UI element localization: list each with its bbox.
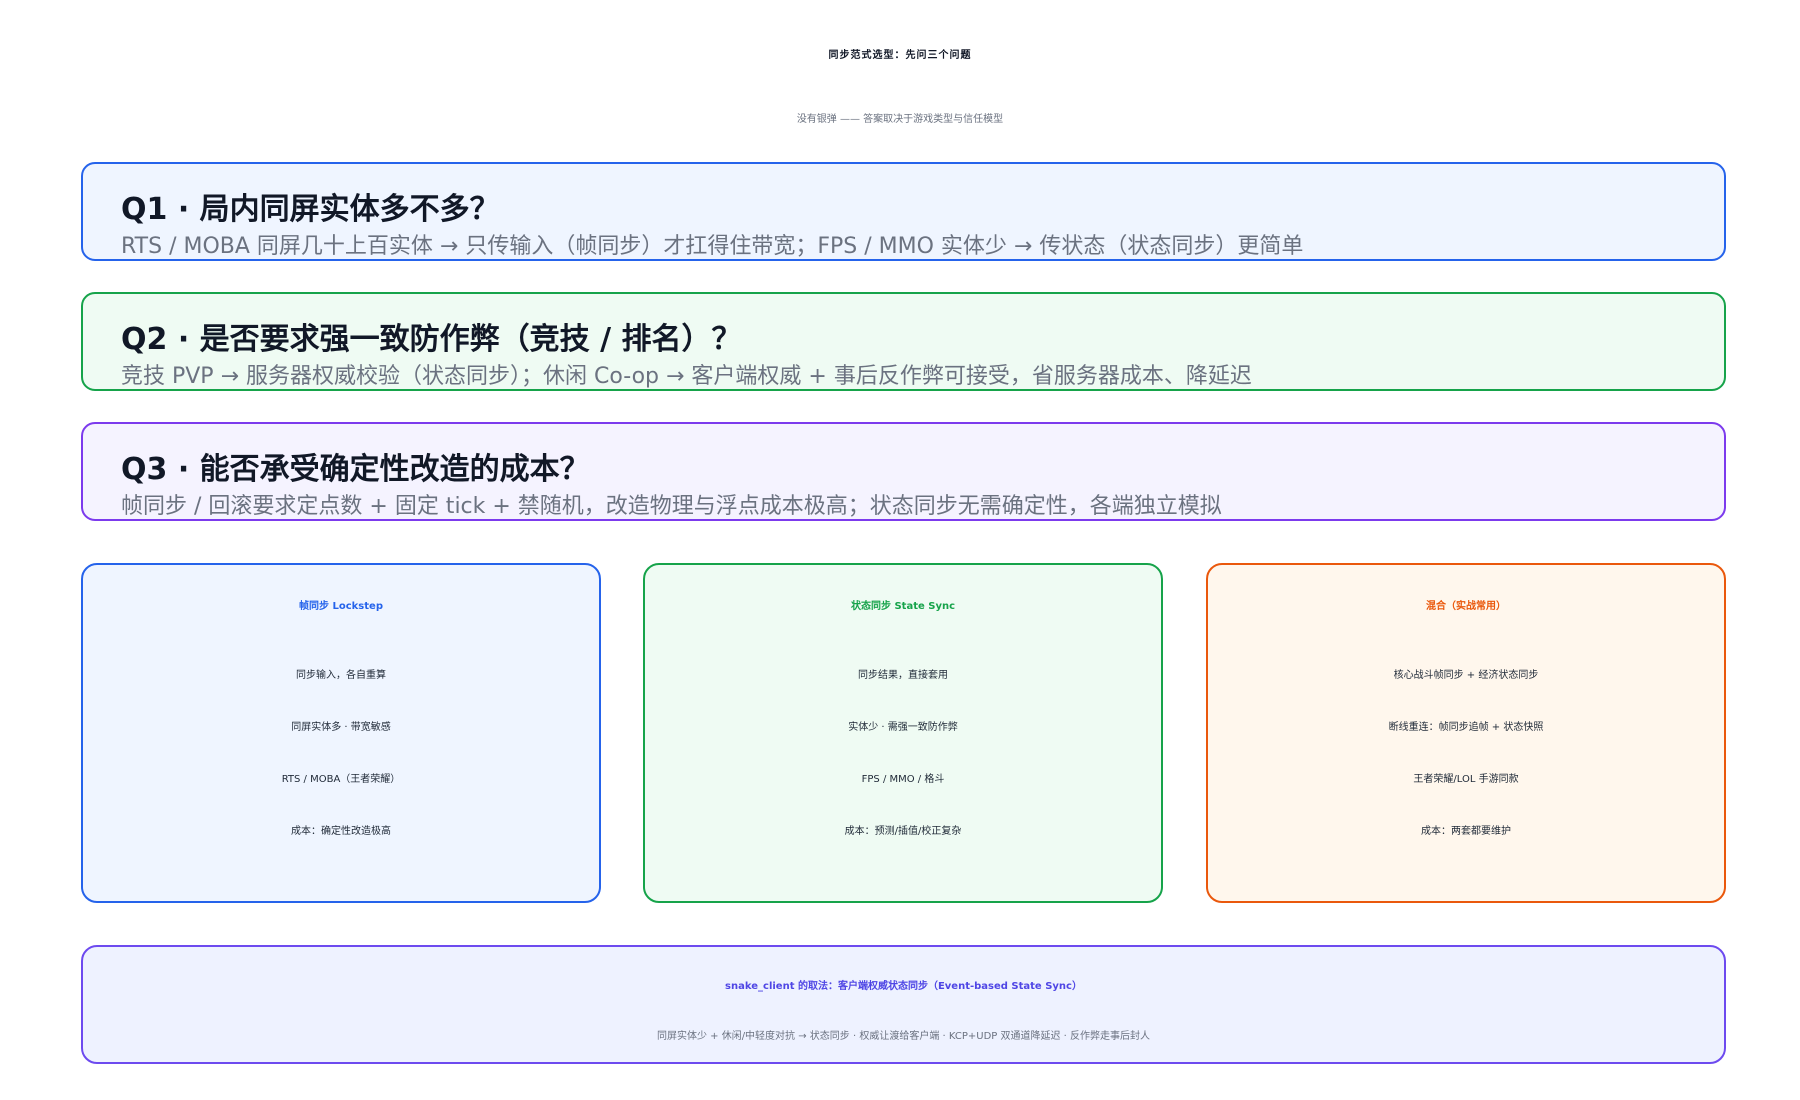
paradigm-line: FPS / MMO / 格斗 <box>861 774 945 785</box>
question-box-q2: Q2 · 是否要求强一致防作弊（竞技 / 排名）？ 竞技 PVP → 服务器权威… <box>81 292 1726 391</box>
paradigm-line: 同步结果，直接套用 <box>858 670 948 681</box>
paradigm-line: RTS / MOBA（王者荣耀） <box>281 774 401 785</box>
paradigm-card-state-sync: 状态同步 State Sync 同步结果，直接套用 实体少 · 需强一致防作弊 … <box>643 563 1163 903</box>
paradigm-line: 同屏实体多 · 带宽敏感 <box>291 722 391 733</box>
page-title: 同步范式选型：先问三个问题 <box>828 50 972 61</box>
paradigm-line: 核心战斗帧同步 + 经济状态同步 <box>1393 670 1539 681</box>
paradigm-title: 帧同步 Lockstep <box>299 601 383 612</box>
paradigm-line: 实体少 · 需强一致防作弊 <box>848 722 958 733</box>
conclusion-title: snake_client 的取法：客户端权威状态同步（Event-based S… <box>725 981 1082 992</box>
question-detail: RTS / MOBA 同屏几十上百实体 → 只传输入（帧同步）才扛得住带宽；FP… <box>121 234 1304 259</box>
paradigm-card-hybrid: 混合（实战常用） 核心战斗帧同步 + 经济状态同步 断线重连：帧同步追帧 + 状… <box>1206 563 1726 903</box>
page-subtitle: 没有银弹 —— 答案取决于游戏类型与信任模型 <box>796 114 1004 125</box>
paradigm-line: 同步输入，各自重算 <box>296 670 386 681</box>
paradigm-card-lockstep: 帧同步 Lockstep 同步输入，各自重算 同屏实体多 · 带宽敏感 RTS … <box>81 563 601 903</box>
paradigm-line: 成本：两套都要维护 <box>1421 826 1511 837</box>
paradigm-line: 成本：确定性改造极高 <box>291 826 391 837</box>
question-box-q3: Q3 · 能否承受确定性改造的成本？ 帧同步 / 回滚要求定点数 + 固定 ti… <box>81 422 1726 521</box>
paradigm-line: 断线重连：帧同步追帧 + 状态快照 <box>1388 722 1544 733</box>
paradigm-title: 状态同步 State Sync <box>850 601 956 612</box>
paradigm-line: 成本：预测/插值/校正复杂 <box>844 826 962 837</box>
paradigm-line: 王者荣耀/LOL 手游同款 <box>1413 774 1519 785</box>
conclusion-detail: 同屏实体少 + 休闲/中轻度对抗 → 状态同步 · 权威让渡给客户端 · KCP… <box>656 1031 1151 1042</box>
question-heading: Q3 · 能否承受确定性改造的成本？ <box>121 452 590 487</box>
question-detail: 帧同步 / 回滚要求定点数 + 固定 tick + 禁随机，改造物理与浮点成本极… <box>121 494 1222 519</box>
question-heading: Q1 · 局内同屏实体多不多？ <box>121 192 500 227</box>
question-heading: Q2 · 是否要求强一致防作弊（竞技 / 排名）？ <box>121 322 742 357</box>
question-detail: 竞技 PVP → 服务器权威校验（状态同步）；休闲 Co-op → 客户端权威 … <box>121 364 1252 389</box>
question-box-q1: Q1 · 局内同屏实体多不多？ RTS / MOBA 同屏几十上百实体 → 只传… <box>81 162 1726 261</box>
conclusion-box: snake_client 的取法：客户端权威状态同步（Event-based S… <box>81 945 1726 1064</box>
paradigm-title: 混合（实战常用） <box>1426 601 1506 612</box>
